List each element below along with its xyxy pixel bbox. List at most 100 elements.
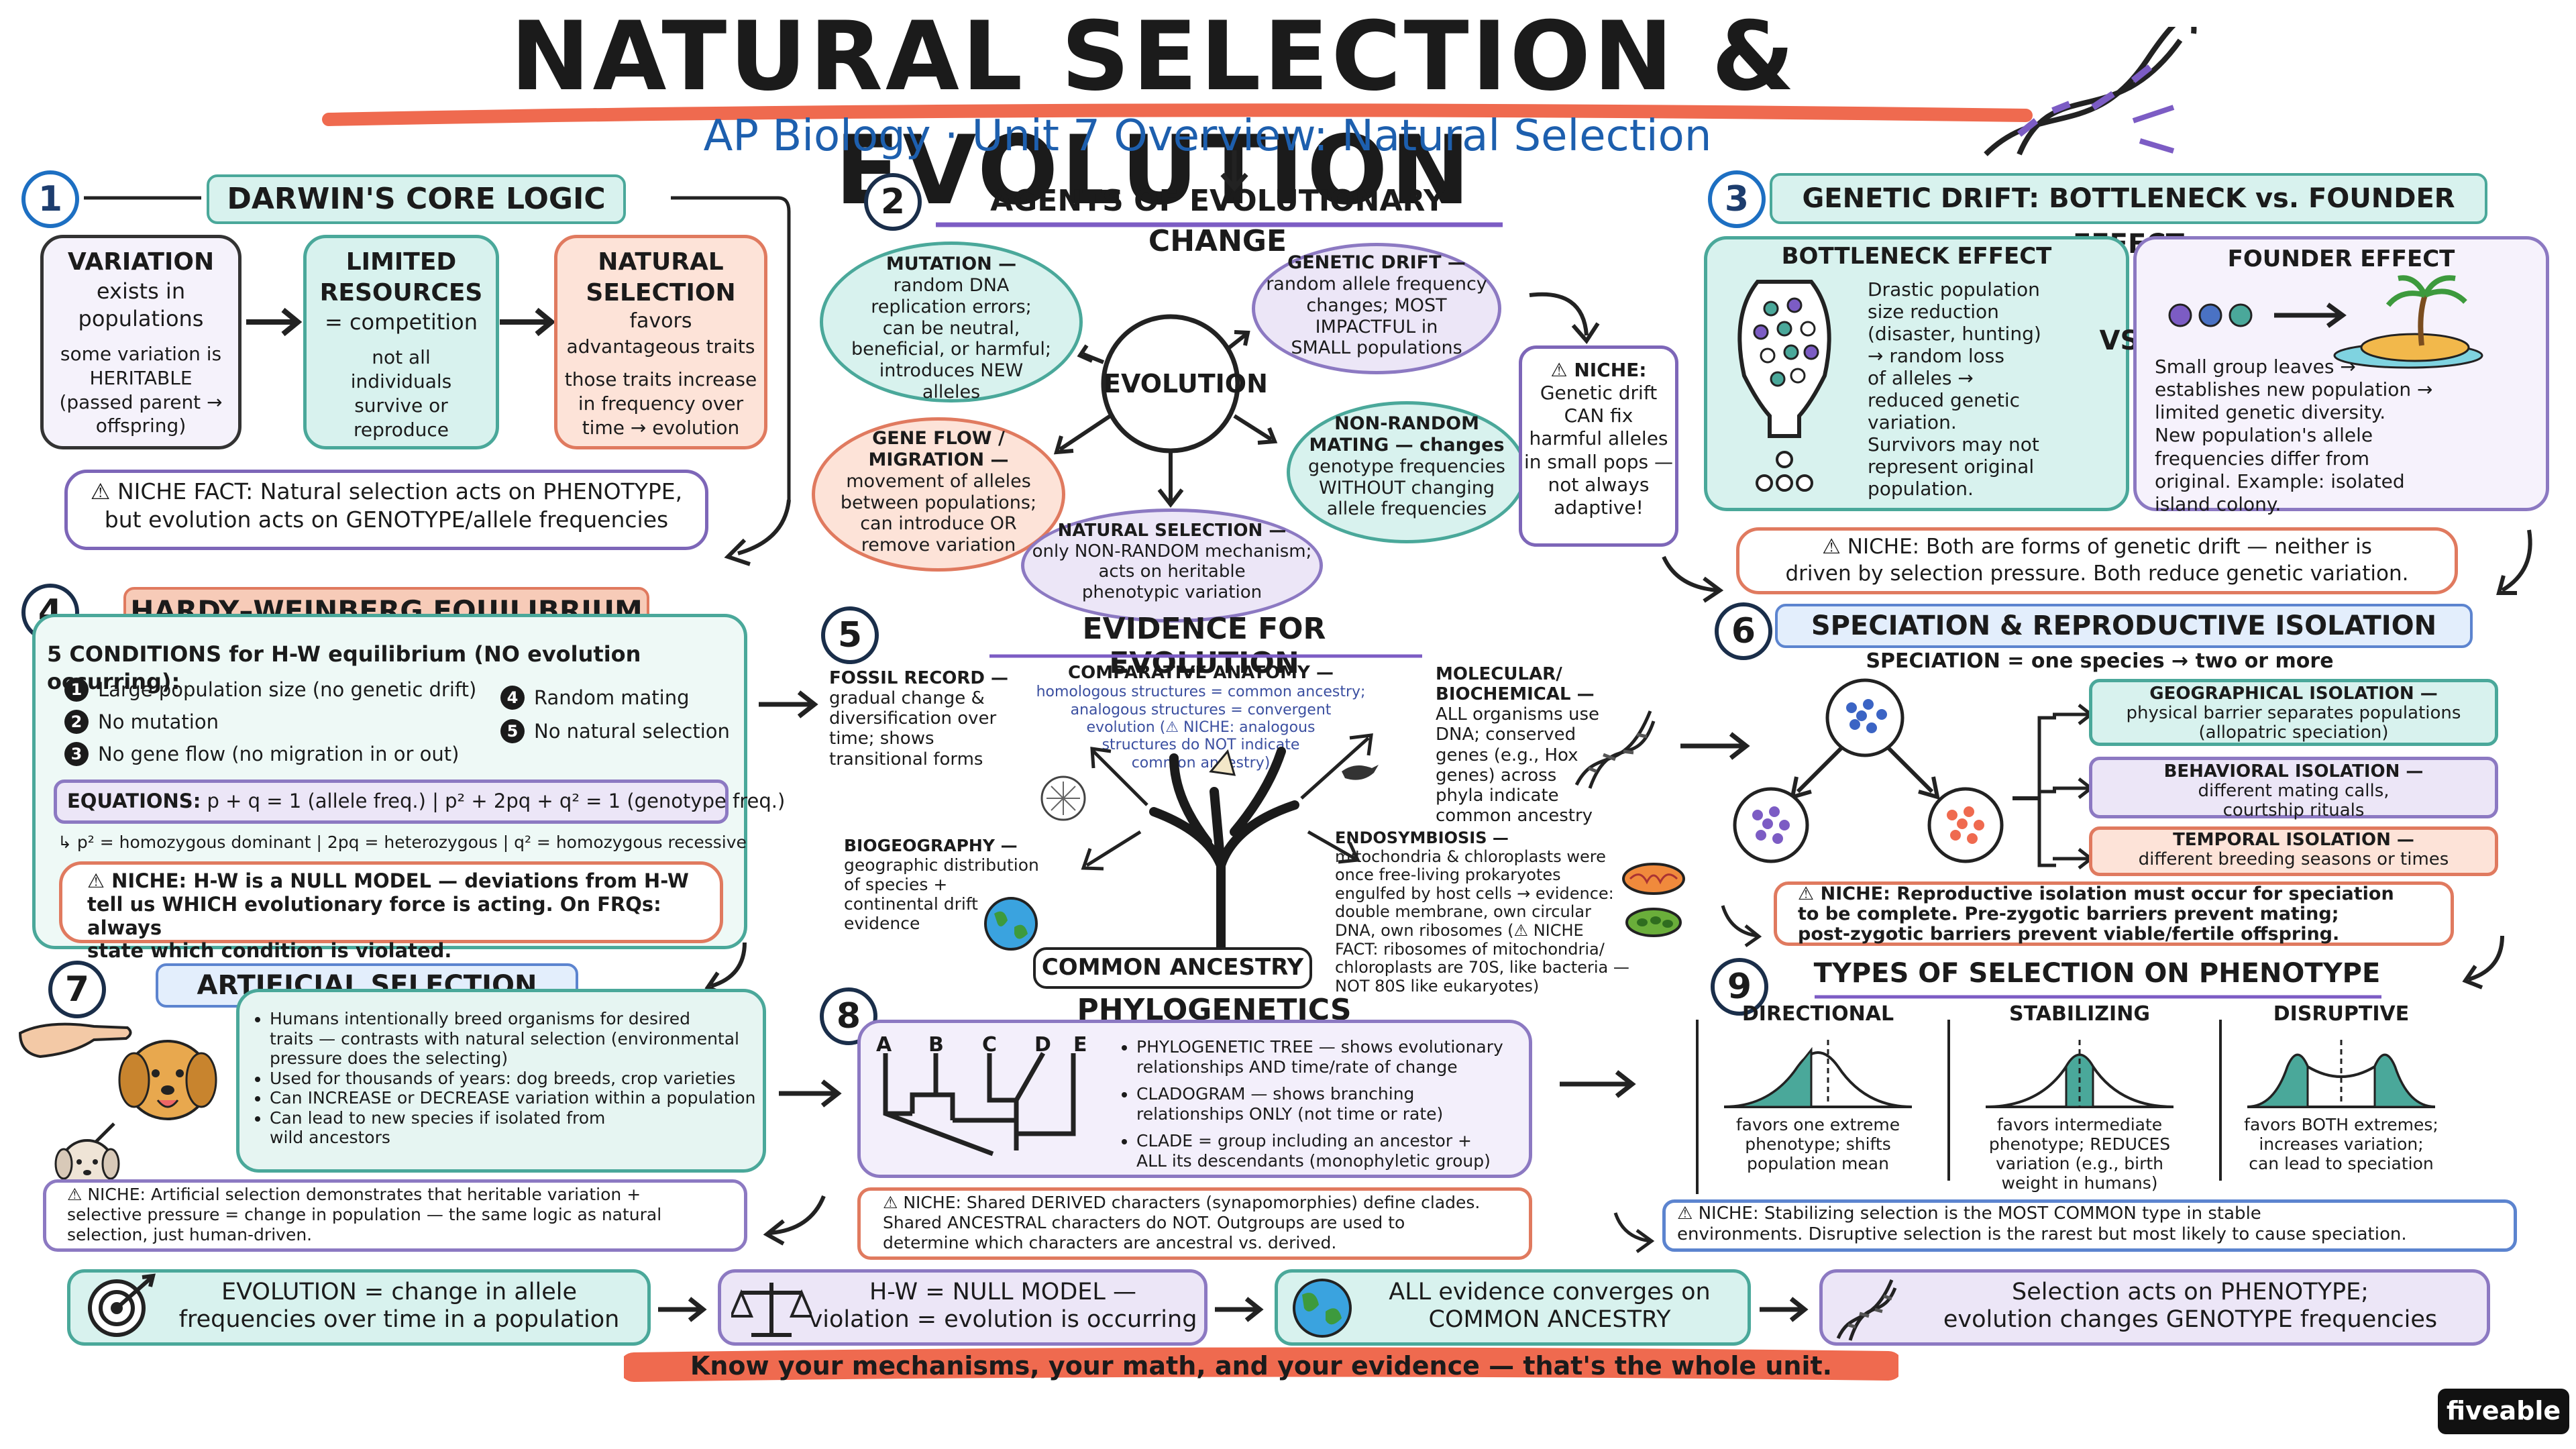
condition-text: No natural selection — [534, 720, 730, 743]
beh-line: BEHAVIORAL ISOLATION — — [2163, 761, 2424, 782]
bullet-line: Can INCREASE or DECREASE variation withi… — [270, 1088, 756, 1108]
bottleneck-line: size reduction — [1868, 301, 1999, 323]
founder-title: FOUNDER EFFECT — [2227, 246, 2455, 272]
hw-equations-text: EQUATIONS: p + q = 1 (allele freq.) | p²… — [67, 790, 786, 812]
section-3-number: 3 — [1708, 170, 1766, 228]
section-9-number: 9 — [1711, 958, 1768, 1016]
disruptive-curve — [2247, 1040, 2436, 1108]
natural-selection-bubble — [1021, 508, 1323, 623]
natural-text: NATURAL SELECTION favors advantageous tr… — [554, 247, 767, 440]
bullet-line: relationships AND time/rate of change — [1136, 1057, 1458, 1077]
condition-number: 3 — [64, 742, 89, 766]
nonrandom-line: NON-RANDOM — [1334, 413, 1479, 434]
bullet-line: relationships ONLY (not time or rate) — [1136, 1104, 1444, 1124]
section-4-niche — [59, 861, 723, 943]
limited-text: LIMITED RESOURCES = competition not all … — [303, 247, 499, 441]
niche-line: to be complete. Pre-zygotic barriers pre… — [1798, 904, 2339, 925]
founder-line: New population's allele — [2155, 424, 2373, 447]
endo-line: ENDOSYMBIOSIS — — [1335, 828, 1509, 847]
section-8-niche-text: ⚠ NICHE: Shared DERIVED characters (syna… — [883, 1193, 1527, 1253]
mutation-line: replication errors; — [871, 296, 1032, 317]
condition-text: Random mating — [534, 686, 690, 709]
footer-highlight — [624, 1347, 1898, 1382]
disruptive-line: increases variation; — [2259, 1134, 2424, 1154]
niche-line: environments. Disruptive selection is th… — [1677, 1224, 2407, 1244]
niche-line: CAN fix — [1564, 405, 1633, 427]
condition-text: No mutation — [98, 710, 219, 733]
nonrandom-line: WITHOUT changing — [1318, 477, 1495, 498]
niche-line: selection, just human-driven. — [67, 1225, 313, 1244]
eq-2: p² + 2pq + q² = 1 (genotype freq.) — [445, 790, 786, 812]
drift-line: SMALL populations — [1291, 337, 1462, 359]
stabilizing-line: weight in humans) — [2001, 1173, 2158, 1193]
limited-resources-box — [303, 235, 499, 449]
natsel-line: NATURAL SELECTION — — [1057, 521, 1287, 541]
endo-line: NOT 80S like eukaryotes) — [1335, 976, 1540, 996]
non-random-mating-bubble — [1287, 401, 1527, 543]
bottleneck-line: reduced genetic — [1868, 389, 2021, 412]
natsel-line: acts on heritable — [1098, 561, 1246, 582]
variation-l1: exists in — [96, 278, 186, 305]
molecular-line: genes) across — [1436, 765, 1557, 786]
hw-condition: 5 No natural selection — [500, 719, 742, 743]
section-5-number: 5 — [821, 606, 879, 664]
nonrandom-line: MATING — changes — [1309, 434, 1505, 455]
natural-title1: NATURAL — [598, 248, 724, 276]
beh-line: different mating calls, — [2198, 781, 2390, 802]
drift-text: GENETIC DRIFT — random allele frequency … — [1252, 252, 1501, 359]
eq-1: p + q = 1 (allele freq.) — [207, 790, 426, 812]
fiveable-logo: fiveable — [2438, 1389, 2569, 1434]
section-8-niche — [857, 1187, 1532, 1260]
directional-title: DIRECTIONAL — [1741, 1002, 1894, 1026]
geneflow-line: MIGRATION — — [868, 449, 1009, 470]
natural-l4: in frequency over — [578, 392, 744, 415]
summary-evolution-text: EVOLUTION = change in allele frequencies… — [154, 1279, 644, 1334]
molecular-line: BIOCHEMICAL — — [1436, 684, 1595, 705]
variation-l2: populations — [78, 306, 204, 332]
section-1-number: 1 — [21, 170, 79, 228]
molecular-line: MOLECULAR/ — [1436, 664, 1562, 684]
nonrandom-line: genotype frequencies — [1308, 455, 1505, 477]
section-1-header: DARWIN'S CORE LOGIC — [207, 174, 626, 224]
hw-condition: 1 Large population size (no genetic drif… — [64, 678, 507, 702]
phylo-bullet: PHYLOGENETIC TREE — shows evolutionaryre… — [1136, 1037, 1532, 1077]
disruptive-line: favors BOTH extremes; — [2244, 1115, 2438, 1134]
bottleneck-line: Drastic population — [1868, 278, 2040, 301]
summary-evidence — [1275, 1269, 1751, 1346]
section-1-niche-text: ⚠ NICHE FACT: Natural selection acts on … — [64, 478, 708, 534]
mutation-text: MUTATION — random DNA replication errors… — [820, 254, 1083, 403]
variation-title: VARIATION — [67, 248, 215, 276]
fossil-line: diversification over — [829, 708, 997, 729]
section-4-niche-text: ⚠ NICHE: H-W is a NULL MODEL — deviation… — [87, 869, 718, 963]
niche-line: Shared ANCESTRAL characters do NOT. Outg… — [883, 1213, 1405, 1232]
natural-l2: advantageous traits — [566, 335, 755, 358]
directional-line: favors one extreme — [1735, 1115, 1900, 1134]
temp-text: TEMPORAL ISOLATION — different breeding … — [2089, 830, 2498, 869]
geneflow-line: between populations; — [840, 492, 1037, 513]
summary-line: ALL evidence converges on — [1389, 1279, 1711, 1305]
clade-tip: D — [1034, 1033, 1051, 1057]
summary-evidence-text: ALL evidence converges on COMMON ANCESTR… — [1355, 1279, 1744, 1334]
artificial-bullet: Humans intentionally breed organisms for… — [270, 1009, 759, 1069]
clade-tip: B — [928, 1033, 944, 1057]
geneflow-text: GENE FLOW / MIGRATION — movement of alle… — [812, 428, 1065, 556]
condition-number: 4 — [500, 686, 525, 710]
geo-line: GEOGRAPHICAL ISOLATION — — [2149, 684, 2438, 704]
founder-line: limited genetic diversity. — [2155, 401, 2386, 424]
comparative-line: analogous structures = convergent — [1070, 701, 1332, 718]
variation-box — [40, 235, 241, 449]
founder-line: original. Example: isolated — [2155, 470, 2405, 492]
section-6-header: SPECIATION & REPRODUCTIVE ISOLATION — [1775, 604, 2473, 648]
beh-line: courtship rituals — [2222, 800, 2365, 821]
condition-text: Large population size (no genetic drift) — [98, 678, 477, 701]
mutation-line: random DNA — [893, 274, 1010, 296]
bottleneck-line: of alleles → — [1868, 367, 1974, 390]
section-8-number: 8 — [820, 987, 877, 1045]
comparative-line: common ancestry) — [1131, 754, 1271, 771]
limited-l1: = competition — [324, 309, 478, 335]
bullet-line: PHYLOGENETIC TREE — shows evolutionary — [1136, 1037, 1503, 1057]
clade-tip: C — [982, 1033, 998, 1057]
hw-conditions-right: 4 Random mating 5 No natural selection — [500, 686, 742, 743]
globe-icon — [1293, 1279, 1352, 1338]
disruptive-title: DISRUPTIVE — [2273, 1002, 2410, 1026]
